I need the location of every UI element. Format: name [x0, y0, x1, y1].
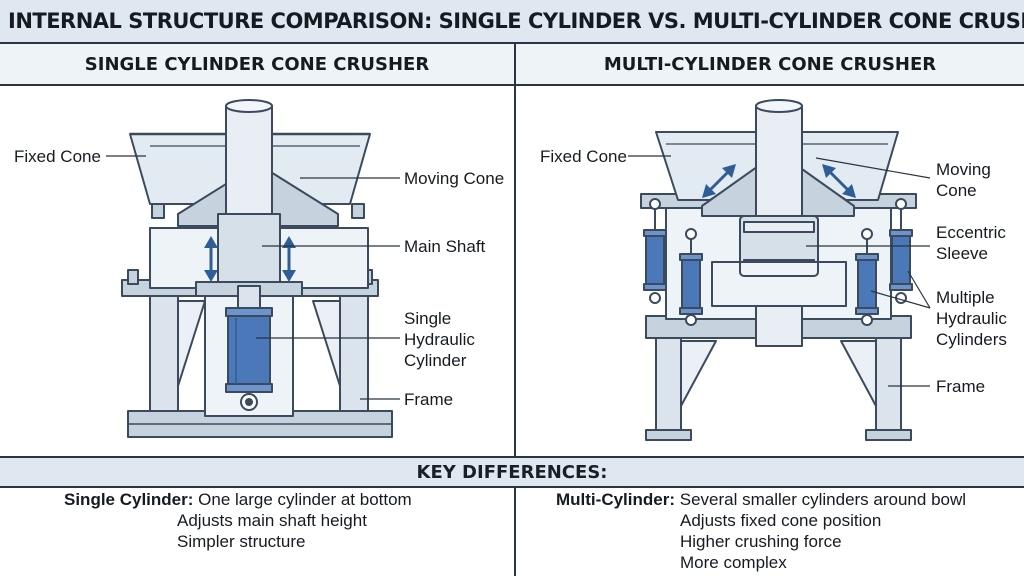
frame-leg-right [875, 335, 902, 439]
frame-leg-left [149, 290, 179, 417]
key-divider [514, 488, 516, 576]
single-line-1: Single Cylinder: One large cylinder at b… [64, 489, 412, 510]
single-cylinder-diagram: Fixed Cone Moving Cone Main Shaft Single… [0, 86, 514, 456]
page-title: INTERNAL STRUCTURE COMPARISON: SINGLE CY… [8, 9, 1024, 33]
label-eccentric-line1: Eccentric [936, 223, 1006, 242]
label-eccentric-line2: Sleeve [936, 244, 988, 263]
label-cylinder-line1: Single [404, 309, 451, 328]
panel-divider [514, 44, 516, 456]
multi-point-4: More complex [680, 553, 787, 572]
label-moving-cone: Moving Cone [404, 169, 504, 188]
frame-brace-right [312, 300, 341, 387]
label-cylinder-line2: Hydraulic [404, 330, 475, 349]
single-cylinder-name: Single Cylinder: [64, 490, 194, 509]
single-point-3: Simpler structure [177, 532, 306, 551]
label-fixed-cone: Fixed Cone [540, 147, 627, 166]
label-cylinder-line3: Cylinder [404, 351, 467, 370]
frame-leg-left [655, 335, 682, 439]
key-differences-title: KEY DIFFERENCES: [416, 461, 608, 483]
label-cylinders-line1: Multiple [936, 288, 995, 307]
frame-leg-right [339, 290, 369, 417]
multi-cylinder-diagram: Fixed Cone Moving Cone Eccentric Sleeve … [516, 86, 1024, 456]
hydraulic-cylinders [643, 198, 913, 326]
multi-line-1: Multi-Cylinder: Several smaller cylinder… [556, 489, 966, 510]
multi-cylinder-svg: Fixed Cone Moving Cone Eccentric Sleeve … [540, 99, 1007, 441]
multi-cylinder-differences: Multi-Cylinder: Several smaller cylinder… [516, 488, 1024, 576]
label-main-shaft: Main Shaft [404, 237, 486, 256]
label-moving-cone-line1: Moving [936, 160, 991, 179]
right-panel-header: MULTI-CYLINDER CONE CRUSHER [516, 44, 1024, 86]
key-differences-bar: KEY DIFFERENCES: [0, 456, 1024, 488]
label-frame: Frame [404, 390, 453, 409]
left-panel-title: SINGLE CYLINDER CONE CRUSHER [84, 53, 430, 75]
adjust-arrows [702, 164, 856, 198]
single-point-2: Adjusts main shaft height [177, 511, 367, 530]
single-point-1: One large cylinder at bottom [198, 490, 412, 509]
multi-cylinder-name: Multi-Cylinder: [556, 490, 675, 509]
adjust-arrows [204, 236, 296, 282]
frame-brace-left [177, 300, 206, 387]
single-hydraulic-cylinder [227, 311, 271, 391]
right-panel-title: MULTI-CYLINDER CONE CRUSHER [603, 53, 937, 75]
multi-point-3: Higher crushing force [680, 532, 842, 551]
single-cylinder-svg: Fixed Cone Moving Cone Main Shaft Single… [14, 99, 504, 438]
left-panel-header: SINGLE CYLINDER CONE CRUSHER [0, 44, 514, 86]
multi-point-2: Adjusts fixed cone position [680, 511, 882, 530]
label-frame: Frame [936, 377, 985, 396]
single-cylinder-differences: Single Cylinder: One large cylinder at b… [0, 488, 514, 576]
label-moving-cone-line2: Cone [936, 181, 977, 200]
label-fixed-cone: Fixed Cone [14, 147, 101, 166]
multi-point-1: Several smaller cylinders around bowl [679, 490, 967, 509]
label-cylinders-line2: Hydraulic [936, 309, 1007, 328]
label-cylinders-line3: Cylinders [936, 330, 1007, 349]
title-bar: INTERNAL STRUCTURE COMPARISON: SINGLE CY… [0, 0, 1024, 44]
